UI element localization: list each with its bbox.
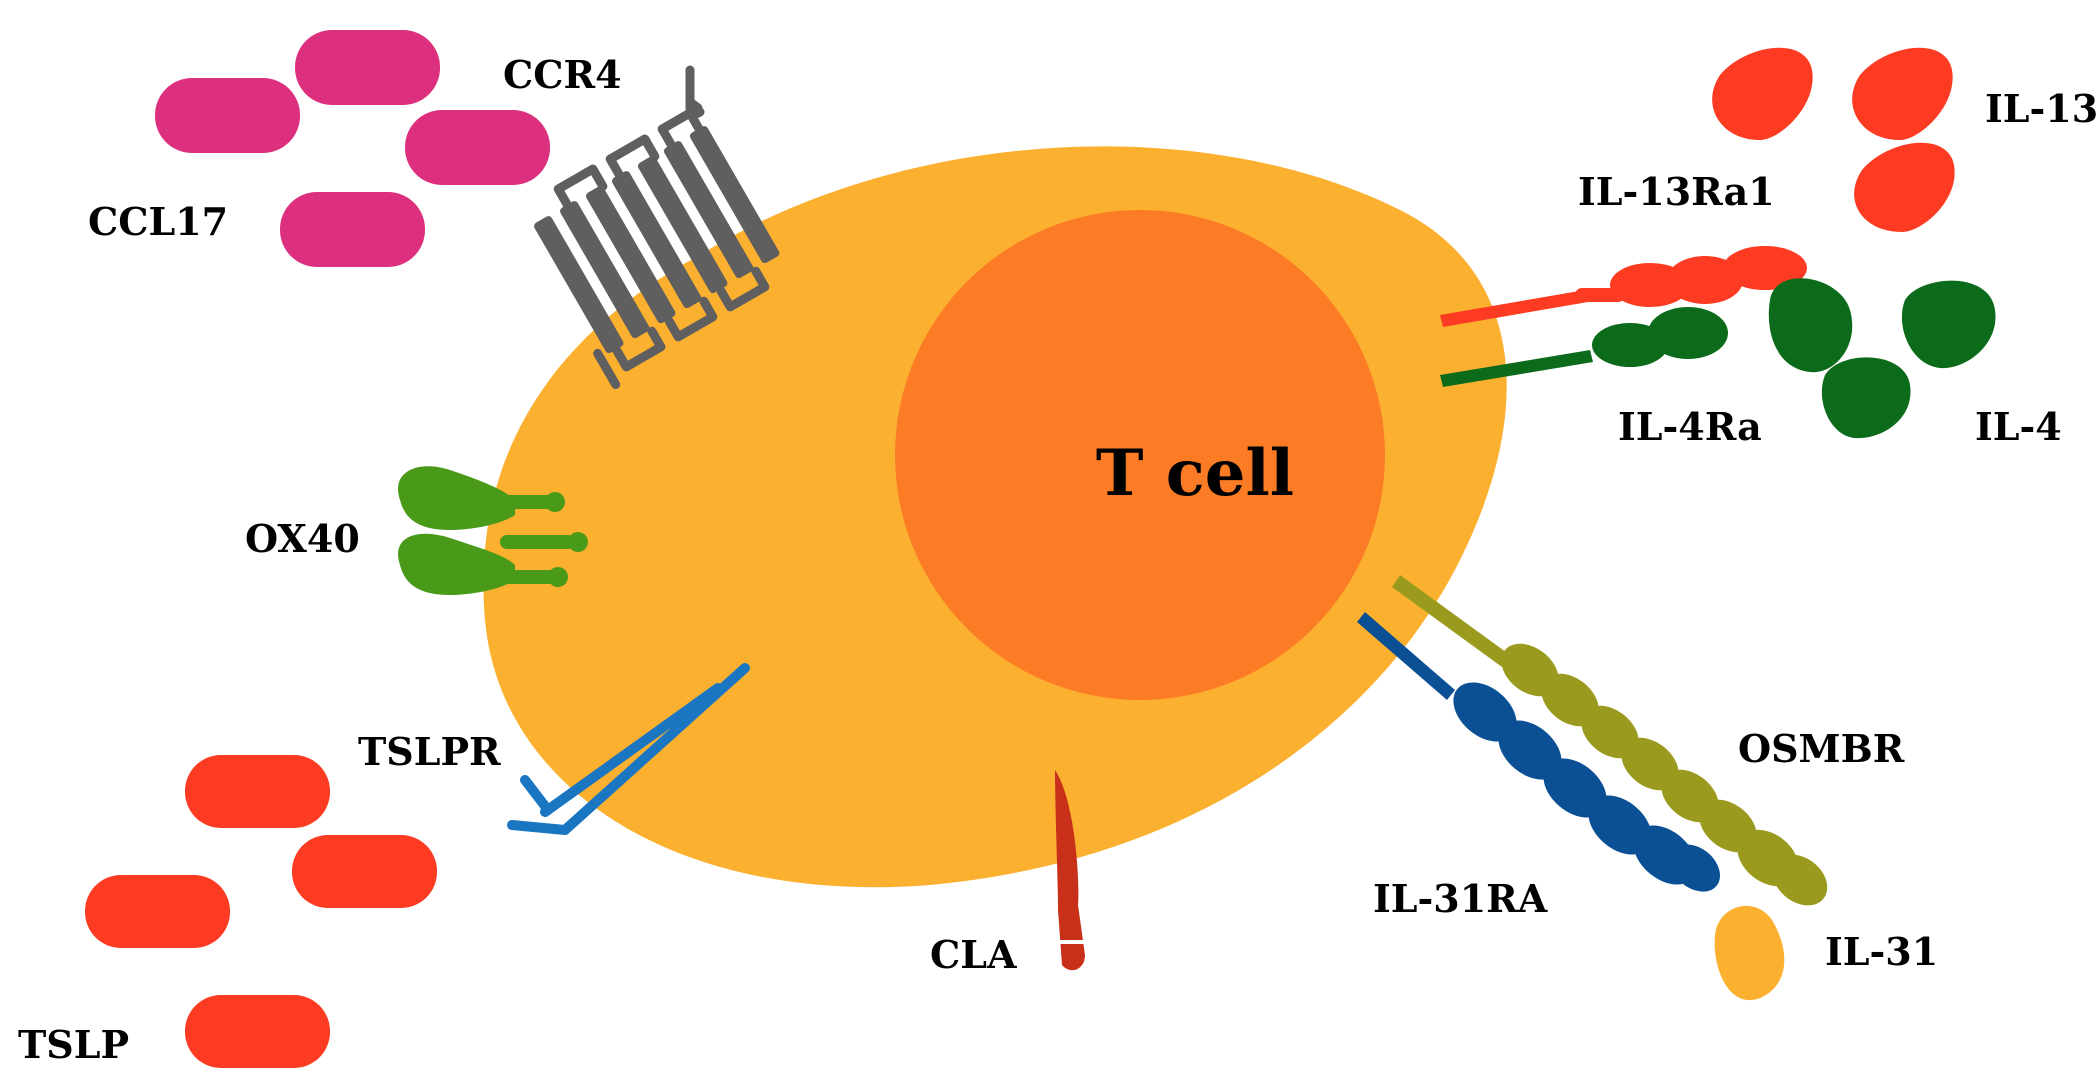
il31-molecule: [1714, 905, 1785, 1001]
ccl17-molecule: [295, 30, 440, 105]
tslp-group: [85, 755, 437, 1068]
ox40-receptor: [398, 466, 588, 595]
il13-group: [1712, 47, 1955, 232]
il13-label: IL-13: [1985, 86, 2097, 131]
ccl17-label: CCL17: [88, 199, 228, 244]
ccr4-label: CCR4: [503, 52, 622, 97]
il4ra-label: IL-4Ra: [1618, 404, 1762, 449]
tslp-label: TSLP: [18, 1022, 129, 1067]
cla-receptor: [1055, 770, 1088, 971]
tslpr-label: TSLPR: [358, 729, 501, 774]
il13-molecule: [1712, 47, 1813, 140]
il4-molecule: [1901, 280, 1996, 369]
ccl17-group: [155, 30, 550, 267]
il4-molecule: [1821, 357, 1911, 439]
osmbr-receptor: [1392, 575, 1828, 906]
cla-label: CLA: [930, 932, 1017, 977]
il31-label: IL-31: [1825, 929, 1938, 974]
ccr4-receptor: [534, 65, 780, 390]
tslp-molecule: [185, 995, 330, 1068]
tslp-molecule: [185, 755, 330, 828]
il13ra1-receptor: [1440, 246, 1807, 327]
il4ra-receptor: [1440, 307, 1728, 387]
ccl17-molecule: [155, 78, 300, 153]
ccl17-molecule: [280, 192, 425, 267]
tslp-molecule: [292, 835, 437, 908]
il31ra-receptor: [1357, 612, 1721, 892]
ox40-label: OX40: [245, 516, 360, 561]
il4-group: [1768, 278, 1996, 439]
il13-molecule: [1854, 142, 1955, 232]
t-cell-label: T cell: [1096, 436, 1294, 511]
tslp-molecule: [85, 875, 230, 948]
il13-molecule: [1852, 47, 1953, 140]
osmbr-label: OSMBR: [1738, 726, 1905, 771]
il13ra1-label: IL-13Ra1: [1578, 169, 1775, 214]
tslpr-receptor: [507, 663, 750, 835]
il4-label: IL-4: [1975, 404, 2062, 449]
t-cell-nucleus: [895, 210, 1385, 700]
il4-molecule: [1768, 278, 1853, 373]
il31ra-label: IL-31RA: [1373, 876, 1548, 921]
ccl17-molecule: [405, 110, 550, 185]
